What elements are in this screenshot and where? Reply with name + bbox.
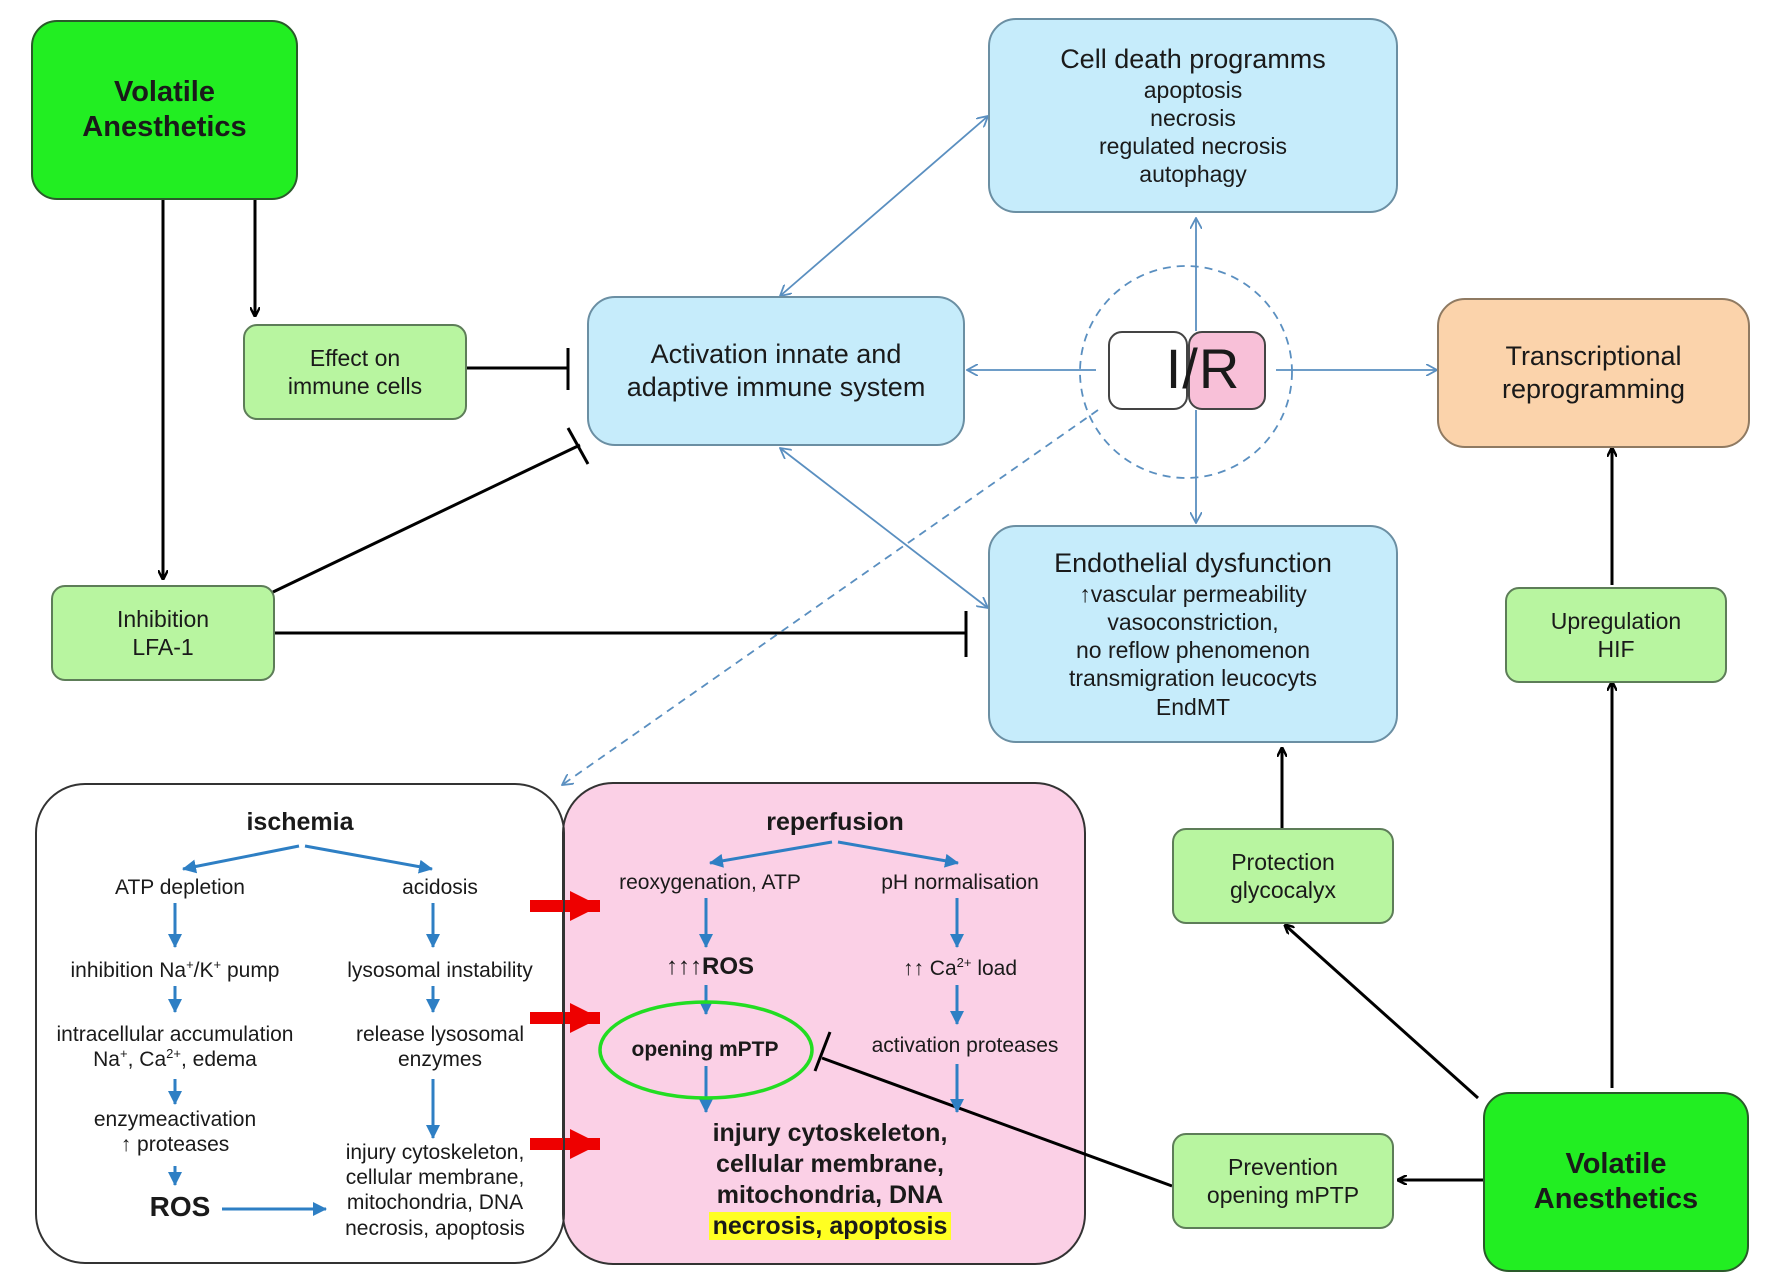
arrow-va-to-glyco	[1285, 925, 1480, 1100]
opening-mptp-label: opening mPTP	[631, 1038, 779, 1061]
ir-label: I/R	[1165, 337, 1241, 400]
endothelial-dysfunction-box: Endothelial dysfunction ↑vascular permea…	[988, 525, 1398, 743]
immune-system-line2: adaptive immune system	[626, 372, 926, 402]
acidosis-label: acidosis	[402, 876, 478, 899]
arrow-immune-endothelial	[780, 448, 988, 608]
ischemia-injury-label: injury cytoskeleton, cellular membrane, …	[345, 1141, 525, 1240]
arrow-immune-celldeath	[780, 116, 988, 296]
endothelial-item: vasoconstriction,	[1107, 609, 1279, 636]
inhibit-lfa-to-immune	[272, 443, 581, 594]
arrow-ischemia-to-acidosis	[304, 844, 433, 874]
inhibition-pump-label: inhibition Na+/K+ pump	[70, 957, 280, 982]
ir-right-half	[1188, 331, 1266, 410]
volatile-anesthetics-top-line1: Volatile	[114, 75, 215, 108]
volatile-anesthetics-bottom-line1: Volatile	[1565, 1147, 1667, 1180]
prevention-mptp-box: Prevention opening mPTP	[1172, 1133, 1394, 1229]
release-lysosomal-label: release lysosomal enzymes	[355, 1023, 525, 1072]
calcium-load-label: ↑↑ Ca2+ load	[902, 955, 1018, 980]
cell-death-item: regulated necrosis	[1099, 132, 1287, 159]
ir-left-half	[1108, 331, 1188, 410]
volatile-anesthetics-bottom-box: Volatile Anesthetics	[1483, 1092, 1749, 1272]
ischemia-title: ischemia	[246, 808, 354, 836]
reperfusion-ros-label: ↑↑↑ROS	[665, 953, 754, 980]
dashed-arrow-ir-to-ischemia	[562, 409, 1099, 785]
arrow-ischemia-to-atp	[182, 844, 300, 874]
lysosomal-instability-label: lysosomal instability	[347, 959, 533, 982]
immune-system-line1: Activation innate and	[650, 339, 902, 370]
prevention-mptp-line1: Prevention	[1228, 1153, 1338, 1180]
protection-glycocalyx-box: Protection glycocalyx	[1172, 828, 1394, 924]
enzyme-activation-label: enzymeactivation ↑ proteases	[93, 1108, 257, 1157]
effect-immune-line2: immune cells	[287, 373, 423, 399]
volatile-anesthetics-bottom-line2: Anesthetics	[1533, 1183, 1699, 1215]
transcriptional-line1: Transcriptional	[1505, 341, 1682, 372]
upregulation-hif-line1: Upregulation	[1550, 607, 1682, 634]
intracellular-accumulation-label: intracellular accumulation Na+, Ca2+, ed…	[56, 1023, 294, 1072]
inhibition-lfa-line2: LFA-1	[132, 634, 194, 660]
ischemia-ros-label: ROS	[149, 1191, 211, 1222]
inhibition-lfa-line1: Inhibition	[116, 605, 210, 632]
volatile-anesthetics-top-line2: Anesthetics	[82, 111, 247, 143]
cell-death-title: Cell death programms	[1060, 43, 1326, 74]
arrow-reperfusion-to-reox	[709, 840, 833, 868]
necrosis-apoptosis-highlight: necrosis, apoptosis	[708, 1212, 952, 1240]
cell-death-item: necrosis	[1150, 104, 1236, 131]
inhibit-bar-immune-2	[566, 427, 590, 465]
effect-immune-cells-box: Effect on immune cells	[243, 324, 467, 420]
cell-death-item: apoptosis	[1143, 76, 1243, 103]
transcriptional-reprogramming-box: Transcriptional reprogramming	[1437, 298, 1750, 448]
ir-dashed-circle	[1079, 265, 1293, 479]
reoxygenation-label: reoxygenation, ATP	[619, 871, 801, 894]
inhibit-bar-mptp	[813, 1031, 832, 1072]
effect-immune-line1: Effect on	[309, 344, 401, 371]
inhibit-prevention-to-mptp	[821, 1056, 1173, 1188]
ischemia-panel	[35, 783, 565, 1264]
volatile-anesthetics-top-box: Volatile Anesthetics	[31, 20, 298, 200]
upregulation-hif-box: Upregulation HIF	[1505, 587, 1727, 683]
ph-normalisation-label: pH normalisation	[881, 871, 1039, 894]
endothelial-item: no reflow phenomenon	[1076, 637, 1310, 664]
endothelial-title: Endothelial dysfunction	[1054, 548, 1332, 579]
protection-glyco-line2: glycocalyx	[1229, 877, 1337, 903]
reperfusion-injury-label: injury cytoskeleton, cellular membrane, …	[680, 1118, 980, 1242]
atp-depletion-label: ATP depletion	[115, 876, 245, 899]
activation-proteases-label: activation proteases	[871, 1034, 1059, 1057]
transcriptional-line2: reprogramming	[1501, 374, 1686, 404]
cell-death-item: autophagy	[1139, 161, 1247, 188]
cell-death-box: Cell death programms apoptosis necrosis …	[988, 18, 1398, 213]
prevention-mptp-line2: opening mPTP	[1206, 1182, 1360, 1208]
inhibition-lfa1-box: Inhibition LFA-1	[51, 585, 275, 681]
reperfusion-title: reperfusion	[766, 808, 904, 836]
upregulation-hif-line2: HIF	[1597, 636, 1635, 662]
mptp-highlight-ellipse	[598, 1000, 814, 1100]
endothelial-item: ↑vascular permeability	[1079, 581, 1307, 608]
protection-glyco-line1: Protection	[1231, 848, 1335, 875]
arrow-reperfusion-to-ph	[837, 840, 959, 868]
endothelial-item: transmigration leucocyts	[1069, 665, 1317, 692]
immune-system-box: Activation innate and adaptive immune sy…	[587, 296, 965, 446]
endothelial-item: EndMT	[1155, 693, 1231, 720]
